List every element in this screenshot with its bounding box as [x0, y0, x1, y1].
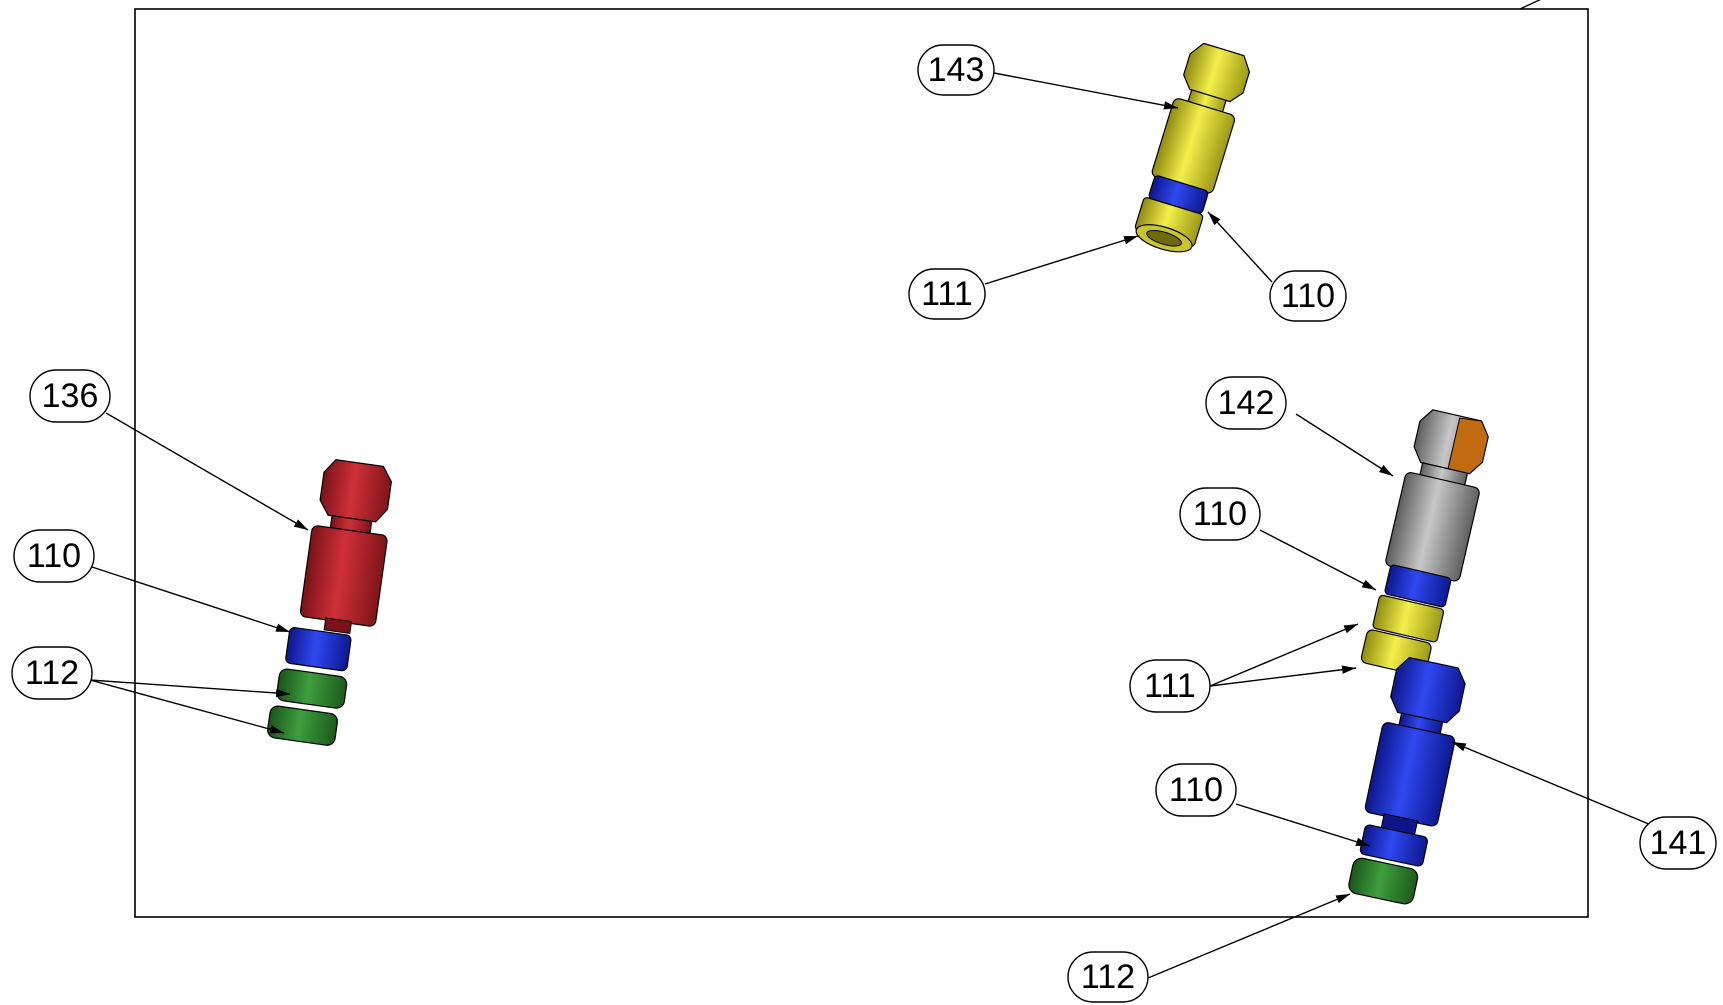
balloon-110-right-label: 110 — [1193, 495, 1247, 533]
leader-112-left-a — [89, 679, 291, 698]
balloon-143[interactable]: 143 — [917, 44, 995, 96]
leader-111-right-a — [1209, 623, 1359, 687]
corner-line — [1519, 0, 1542, 10]
leader-110-right — [1259, 529, 1377, 591]
balloon-112-lower[interactable]: 112 — [1067, 951, 1149, 1003]
fitting-141-assembly — [1348, 656, 1466, 905]
balloon-111-right[interactable]: 111 — [1129, 659, 1211, 713]
balloon-142[interactable]: 142 — [1205, 376, 1287, 430]
fitting-136-assembly — [267, 459, 392, 746]
leader-110-lower — [1235, 803, 1371, 847]
leader-143 — [993, 72, 1179, 110]
balloon-136-label: 136 — [42, 377, 99, 415]
fitting-136-nut — [319, 459, 392, 523]
clip-112-left-1 — [276, 668, 348, 709]
fitting-143-assembly — [1134, 42, 1251, 253]
nut-111-right-1 — [1372, 594, 1445, 643]
fitting-142-assembly — [1360, 409, 1489, 677]
fitting-143-nut — [1183, 42, 1251, 103]
leader-136 — [105, 412, 309, 531]
balloon-111-right-label: 111 — [1144, 667, 1196, 705]
balloon-112-lower-label: 112 — [1081, 958, 1135, 996]
leader-142 — [1295, 413, 1394, 477]
balloon-110-right[interactable]: 110 — [1179, 487, 1261, 541]
balloon-110-lower-label: 110 — [1169, 771, 1223, 809]
balloon-112-left[interactable]: 112 — [11, 646, 93, 700]
balloon-110-left-label: 110 — [27, 537, 81, 575]
balloon-142-label: 142 — [1218, 384, 1275, 422]
balloon-111-top-label: 111 — [921, 275, 973, 313]
clip-112-lower — [1348, 857, 1419, 905]
leader-111-top — [984, 235, 1139, 285]
balloon-141[interactable]: 141 — [1639, 816, 1717, 870]
clip-112-left-2 — [267, 705, 338, 746]
balloon-110-top-label: 110 — [1281, 277, 1335, 315]
fitting-141-nut — [1390, 656, 1466, 724]
leader-111-right-b — [1209, 665, 1357, 687]
leader-141 — [1451, 741, 1669, 833]
ferrule-110-right — [1384, 564, 1452, 608]
balloon-111-top[interactable]: 111 — [908, 268, 986, 320]
leader-110-left — [91, 566, 291, 633]
balloon-141-label: 141 — [1650, 824, 1707, 862]
drawing-frame — [134, 8, 1589, 918]
balloon-110-top[interactable]: 110 — [1269, 270, 1347, 322]
balloon-110-left[interactable]: 110 — [13, 529, 95, 583]
fitting-142-body — [1385, 472, 1480, 582]
leader-110-top — [1207, 211, 1273, 283]
ferrule-110-left — [285, 627, 352, 672]
leader-112-lower — [1147, 893, 1351, 979]
balloon-110-lower[interactable]: 110 — [1155, 763, 1237, 817]
balloon-143-label: 143 — [928, 51, 985, 89]
balloon-112-left-label: 112 — [25, 654, 79, 692]
leader-112-left-b — [89, 679, 285, 734]
balloon-136[interactable]: 136 — [29, 369, 111, 423]
fitting-141-body — [1364, 722, 1456, 827]
fitting-136-body — [299, 525, 388, 627]
